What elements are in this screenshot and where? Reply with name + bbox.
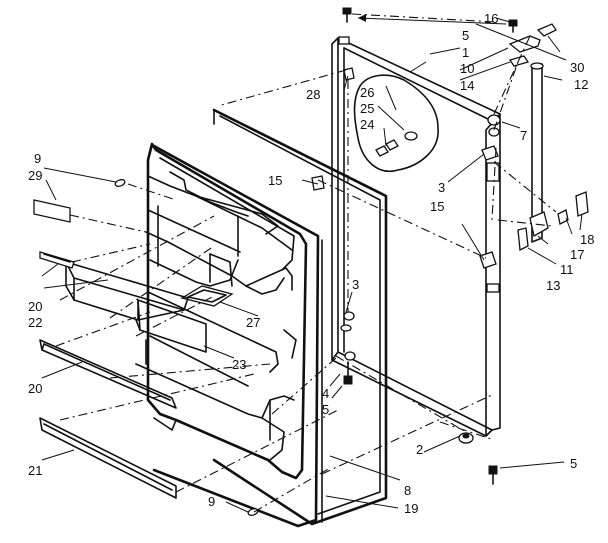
bottom-trim-strip: [39, 417, 177, 499]
label-26: 26: [360, 85, 374, 100]
label-25: 25: [360, 101, 374, 116]
label-16: 16: [484, 11, 498, 26]
label-2: 2: [416, 442, 423, 457]
top-door-pin-28: [343, 67, 355, 81]
bottom-bushing: [458, 432, 474, 444]
label-29: 29: [28, 168, 42, 183]
label-11: 11: [560, 262, 574, 277]
bottom-hinge-group: [517, 191, 589, 252]
label-10: 10: [460, 61, 474, 76]
label-five-bottom-right: 5: [570, 456, 577, 471]
shelf-rail-lower: [39, 339, 177, 409]
door-stop-right: [479, 251, 497, 269]
rating-label-plate: [33, 199, 71, 223]
label-21: 21: [28, 463, 42, 478]
door-top-cap: [338, 36, 350, 45]
screw-upper-left: [114, 179, 126, 187]
label-1: 1: [462, 45, 469, 60]
part-number-labels: 16 5 1 10 14 30 12 7 28 26 25 24 3 15 15…: [28, 11, 594, 478]
label-15-right: 15: [430, 199, 444, 214]
label-18: 18: [580, 232, 594, 247]
label-20-lower: 20: [28, 381, 42, 396]
label-27: 27: [246, 315, 260, 330]
label-24: 24: [360, 117, 374, 132]
label-28: 28: [306, 87, 320, 102]
label-12: 12: [574, 77, 588, 92]
door-gasket-frame: [212, 108, 388, 526]
label-7: 7: [520, 128, 527, 143]
bottom-screw: [488, 465, 498, 485]
label-20-upper: 20: [28, 299, 42, 314]
shelf-support-pins: [340, 311, 356, 385]
dairy-compartment-door: [180, 285, 234, 307]
callout-19: 19: [404, 501, 418, 516]
outer-door-panel: [331, 36, 501, 437]
label-9-upper: 9: [34, 151, 41, 166]
label-14: 14: [460, 78, 474, 93]
detail-cutout: [353, 74, 439, 173]
label-15-left: 15: [268, 173, 282, 188]
leader-lines: [41, 14, 583, 513]
door-stop-top: [481, 145, 499, 161]
callout-9-lower: 9: [208, 494, 215, 509]
door-handle-bar: [530, 62, 544, 243]
label-13: 13: [546, 278, 560, 293]
shelf-rail-upper: [39, 251, 75, 269]
door-gasket: [152, 144, 323, 528]
door-shelf-bin-lower: [135, 299, 207, 353]
label-23: 23: [232, 357, 246, 372]
door-handle-slot: [486, 162, 500, 182]
label-3-right: 3: [438, 180, 445, 195]
label-4: 4: [322, 386, 329, 401]
label-3-center: 3: [352, 277, 359, 292]
callout-8: 8: [404, 483, 411, 498]
alignment-lines: [55, 13, 557, 513]
screw-top-hinge: [508, 19, 518, 33]
labels-lower-right: 8 9 19: [208, 483, 418, 516]
label-22: 22: [28, 315, 42, 330]
label-5-top: 5: [462, 28, 469, 43]
door-lower-slot: [486, 283, 500, 293]
top-hinge: [508, 23, 557, 67]
door-liner: [135, 142, 308, 480]
label-5-middle: 5: [322, 402, 329, 417]
screw-top-door: [342, 7, 352, 23]
screw-lower: [247, 508, 259, 516]
label-30: 30: [570, 60, 584, 75]
door-stop-left: [311, 175, 325, 191]
label-17: 17: [570, 247, 584, 262]
